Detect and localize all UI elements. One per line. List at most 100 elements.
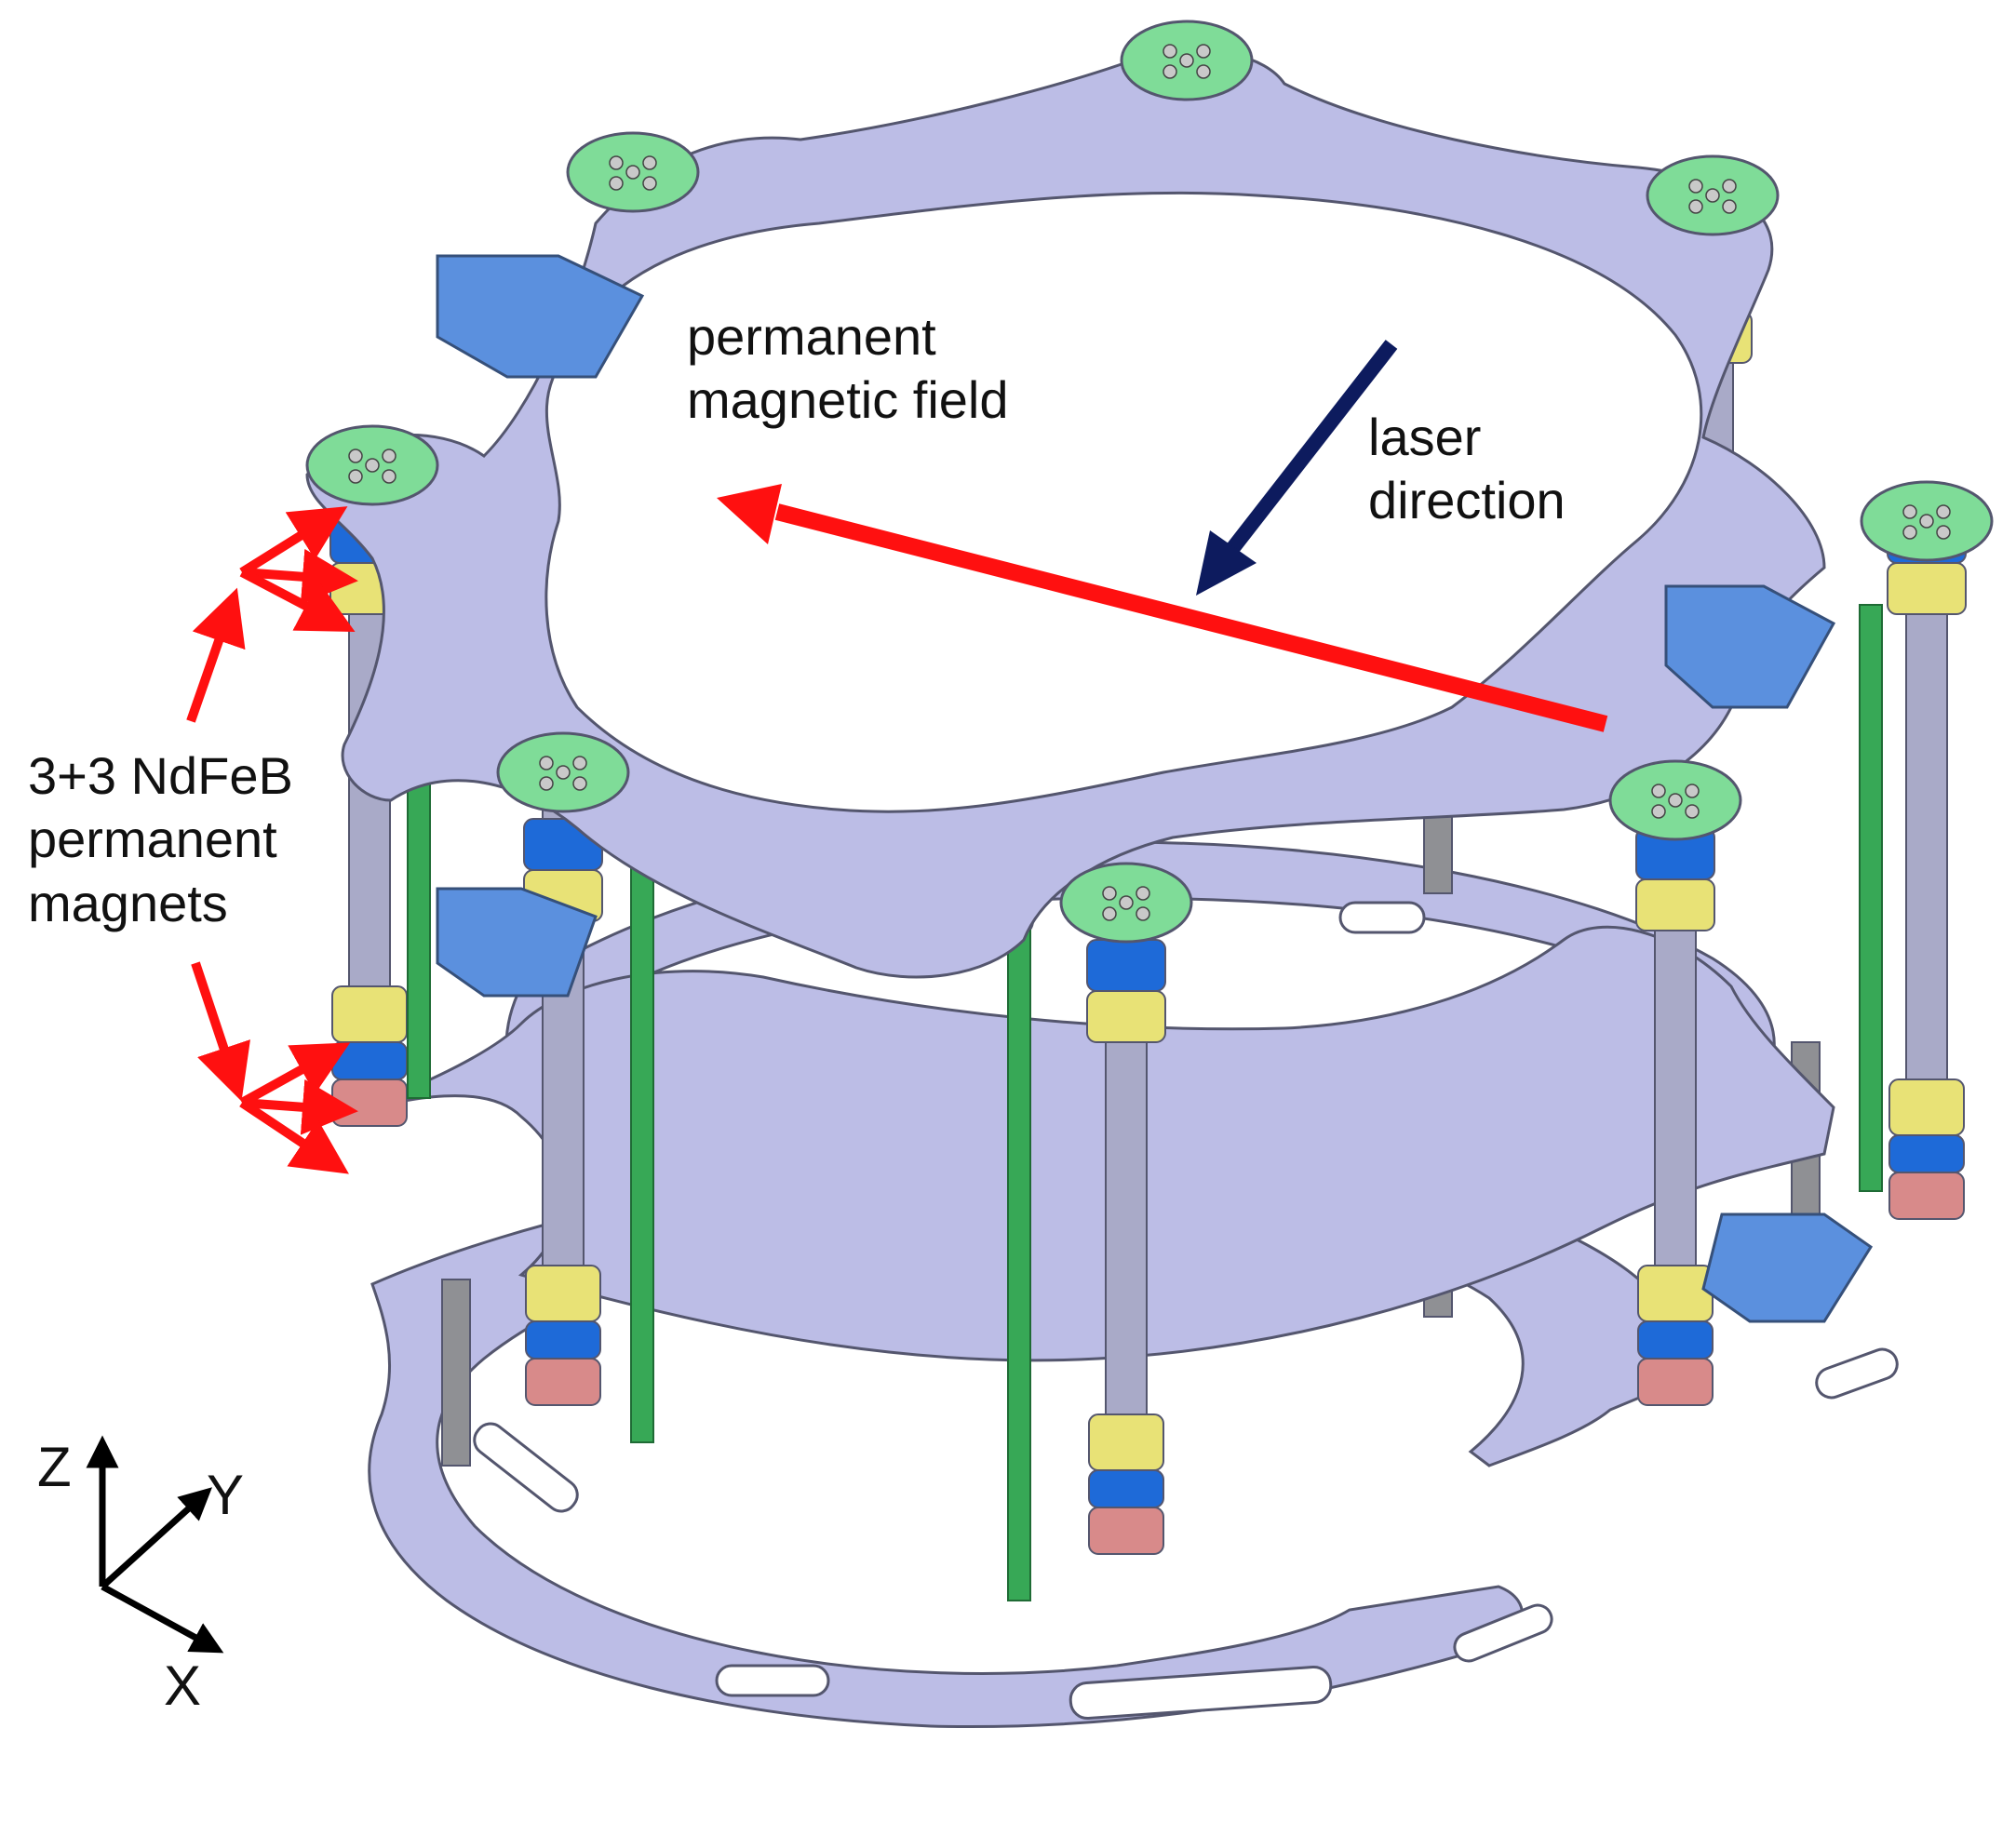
bottom-base-ring bbox=[368, 1152, 1899, 1729]
clamp-blocks bbox=[436, 254, 1874, 1323]
permanent-magnet bbox=[1637, 1320, 1714, 1360]
permanent-magnet bbox=[1088, 1469, 1164, 1508]
clamp-block-lower-right bbox=[1701, 1212, 1874, 1323]
magnets-label: 3+3 NdFeB permanent magnets bbox=[28, 744, 293, 935]
holder-screw bbox=[1936, 525, 1951, 540]
holder-screw bbox=[642, 155, 657, 170]
holder-screw bbox=[1668, 793, 1683, 808]
holder-screw bbox=[1936, 504, 1951, 519]
permanent-magnet bbox=[1888, 1172, 1965, 1220]
permanent-magnet bbox=[1887, 562, 1967, 615]
clamp-block-lower-left bbox=[436, 887, 598, 998]
holder-screw bbox=[365, 458, 380, 473]
magnet-holders bbox=[305, 20, 1994, 944]
upper-holder-plate bbox=[305, 48, 1874, 1323]
permanent-magnet bbox=[525, 1265, 601, 1322]
clamp-block-right bbox=[1664, 584, 1836, 709]
laser-label: laser direction bbox=[1368, 406, 1566, 533]
base-ring-slots bbox=[473, 1347, 1899, 1721]
permanent-magnet bbox=[1637, 1358, 1714, 1406]
permanent-magnet bbox=[1086, 990, 1166, 1043]
holder-screw bbox=[1651, 784, 1666, 798]
holder-screw bbox=[539, 776, 554, 791]
pointer-upper-2 bbox=[241, 548, 358, 605]
pointer-lower-3 bbox=[239, 1098, 349, 1174]
holder-screw bbox=[1163, 44, 1177, 59]
pointer-down-from-label bbox=[191, 961, 250, 1102]
permanent-magnet bbox=[1888, 1078, 1965, 1136]
holder-screw bbox=[625, 165, 640, 180]
holder-screw bbox=[382, 449, 396, 463]
pointer-upper-3 bbox=[239, 568, 356, 632]
permanent-magnet bbox=[331, 985, 408, 1043]
holder-screw bbox=[1163, 64, 1177, 79]
pointer-upper-1 bbox=[239, 506, 348, 577]
holder-screw bbox=[539, 756, 554, 770]
field-label-line1: permanent bbox=[687, 307, 936, 366]
clamp-block-left bbox=[436, 254, 645, 379]
y-axis bbox=[100, 1487, 212, 1589]
holder-screw bbox=[1685, 784, 1700, 798]
guide-rod bbox=[1859, 604, 1883, 1192]
holder-screw bbox=[1688, 199, 1703, 214]
magnet-annotation-arrows bbox=[186, 506, 358, 1174]
upper-plate-opening bbox=[544, 191, 1703, 813]
permanent-magnet bbox=[525, 1320, 601, 1360]
holder-screw bbox=[556, 765, 571, 780]
permanent-magnet bbox=[1086, 939, 1166, 992]
holder-screw bbox=[1136, 886, 1150, 901]
permanent-magnet bbox=[1088, 1507, 1164, 1555]
laser-label-line1: laser bbox=[1368, 408, 1482, 466]
holder-screw bbox=[1919, 514, 1934, 529]
holder-screw bbox=[382, 469, 396, 484]
magnets-label-line1: 3+3 NdFeB bbox=[28, 746, 293, 805]
laser-label-line2: direction bbox=[1368, 471, 1566, 530]
guide-rod bbox=[1007, 930, 1031, 1601]
holder-screw bbox=[1119, 895, 1134, 910]
holder-screw bbox=[1651, 804, 1666, 819]
holder-screw bbox=[1902, 525, 1917, 540]
holder-screw bbox=[572, 776, 587, 791]
coordinate-axes bbox=[86, 1435, 224, 1654]
permanent-magnet bbox=[1888, 1134, 1965, 1173]
pointer-up-from-label bbox=[186, 587, 246, 723]
field-label-line2: magnetic field bbox=[687, 370, 1009, 430]
holder-screw bbox=[572, 756, 587, 770]
holder-screw bbox=[1179, 53, 1194, 68]
holder-screw bbox=[1136, 906, 1150, 921]
pointer-lower-2 bbox=[241, 1078, 358, 1135]
permanent-magnet bbox=[331, 1041, 408, 1080]
holder-screw bbox=[1705, 188, 1720, 203]
support-rod bbox=[1905, 502, 1948, 1192]
holder-screw bbox=[609, 176, 624, 191]
holder-screw bbox=[1902, 504, 1917, 519]
permanent-magnet bbox=[1088, 1413, 1164, 1471]
x-axis-label: X bbox=[164, 1655, 202, 1717]
holder-screw bbox=[1722, 199, 1737, 214]
support-post bbox=[441, 1279, 471, 1467]
laser-direction-arrow bbox=[1196, 340, 1398, 596]
holder-screw bbox=[609, 155, 624, 170]
z-axis-label: Z bbox=[37, 1436, 72, 1498]
holder-screw bbox=[1196, 64, 1211, 79]
holder-screw bbox=[1722, 179, 1737, 194]
holder-screw bbox=[1196, 44, 1211, 59]
magnets-label-line2: permanent bbox=[28, 810, 277, 869]
holder-screw bbox=[348, 449, 363, 463]
x-axis bbox=[101, 1583, 224, 1654]
permanent-magnet bbox=[1635, 878, 1715, 931]
holder-screw bbox=[1688, 179, 1703, 194]
magnetic-field-arrow bbox=[717, 484, 1608, 732]
y-axis-label: Y bbox=[207, 1464, 245, 1526]
permanent-magnet bbox=[1637, 1265, 1714, 1322]
permanent-magnet bbox=[331, 1078, 408, 1127]
holder-screw bbox=[642, 176, 657, 191]
permanent-magnet bbox=[525, 1358, 601, 1406]
field-label: permanent magnetic field bbox=[687, 305, 1009, 433]
holder-screw bbox=[1102, 906, 1117, 921]
pointer-lower-1 bbox=[239, 1042, 351, 1107]
holder-screw bbox=[1685, 804, 1700, 819]
holder-screw bbox=[348, 469, 363, 484]
